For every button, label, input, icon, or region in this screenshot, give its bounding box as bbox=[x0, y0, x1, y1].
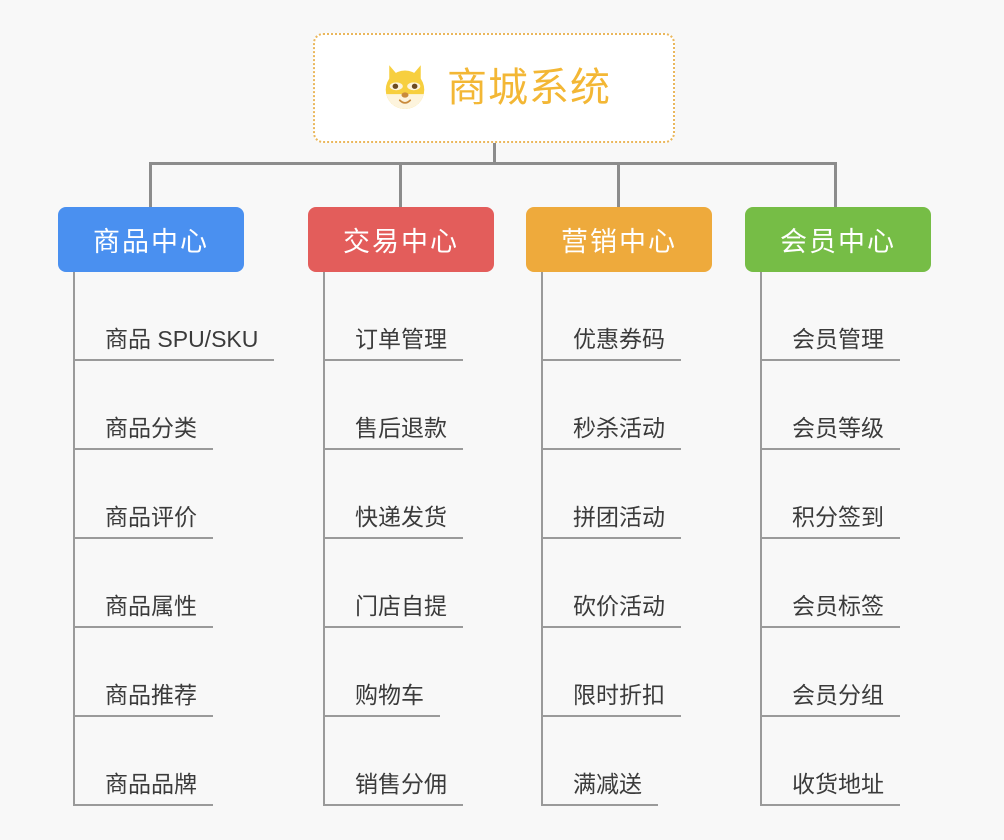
leaf-label: 商品 SPU/SKU bbox=[73, 326, 275, 361]
leaf-label: 售后退款 bbox=[323, 415, 463, 450]
list-item[interactable]: 销售分佣 bbox=[308, 717, 494, 806]
list-item[interactable]: 砍价活动 bbox=[526, 539, 712, 628]
leaf-label: 门店自提 bbox=[323, 593, 463, 628]
leaf-label: 商品分类 bbox=[73, 415, 213, 450]
list-item[interactable]: 商品属性 bbox=[58, 539, 244, 628]
connector-root-vertical bbox=[493, 143, 496, 165]
leaf-label: 销售分佣 bbox=[323, 771, 463, 806]
dog-face-icon bbox=[385, 65, 425, 111]
list-item[interactable]: 优惠券码 bbox=[526, 272, 712, 361]
list-item[interactable]: 商品分类 bbox=[58, 361, 244, 450]
category-column-marketing-center: 营销中心 优惠券码 秒杀活动 拼团活动 砍价活动 限时折扣 满减送 bbox=[526, 207, 712, 806]
list-item[interactable]: 门店自提 bbox=[308, 539, 494, 628]
leaf-list-product-center: 商品 SPU/SKU 商品分类 商品评价 商品属性 商品推荐 商品品牌 bbox=[58, 272, 275, 806]
root-title: 商城系统 bbox=[447, 66, 611, 110]
leaf-label: 积分签到 bbox=[760, 504, 900, 539]
leaf-label: 限时折扣 bbox=[541, 682, 681, 717]
leaf-label: 商品属性 bbox=[73, 593, 213, 628]
connector-drop-3 bbox=[617, 162, 620, 208]
leaf-label: 拼团活动 bbox=[541, 504, 681, 539]
leaf-label: 快递发货 bbox=[323, 504, 463, 539]
leaf-label: 砍价活动 bbox=[541, 593, 681, 628]
leaf-label: 购物车 bbox=[323, 682, 440, 717]
leaf-trunk-4 bbox=[760, 272, 762, 806]
leaf-label: 收货地址 bbox=[760, 771, 900, 806]
leaf-trunk-2 bbox=[323, 272, 325, 806]
connector-drop-2 bbox=[399, 162, 402, 208]
category-column-member-center: 会员中心 会员管理 会员等级 积分签到 会员标签 会员分组 收货地址 bbox=[745, 207, 931, 806]
list-item[interactable]: 商品推荐 bbox=[58, 628, 244, 717]
list-item[interactable]: 秒杀活动 bbox=[526, 361, 712, 450]
list-item[interactable]: 商品评价 bbox=[58, 450, 244, 539]
leaf-label: 优惠券码 bbox=[541, 326, 681, 361]
list-item[interactable]: 收货地址 bbox=[745, 717, 931, 806]
category-header-member-center[interactable]: 会员中心 bbox=[745, 207, 931, 272]
leaf-label: 会员等级 bbox=[760, 415, 900, 450]
leaf-label: 会员标签 bbox=[760, 593, 900, 628]
leaf-label: 会员分组 bbox=[760, 682, 900, 717]
category-column-trade-center: 交易中心 订单管理 售后退款 快递发货 门店自提 购物车 销售分佣 bbox=[308, 207, 494, 806]
connector-horizontal-bus bbox=[149, 162, 837, 165]
leaf-label: 商品品牌 bbox=[73, 771, 213, 806]
leaf-list-trade-center: 订单管理 售后退款 快递发货 门店自提 购物车 销售分佣 bbox=[308, 272, 494, 806]
leaf-label: 商品推荐 bbox=[73, 682, 213, 717]
leaf-label: 满减送 bbox=[541, 771, 658, 806]
list-item[interactable]: 限时折扣 bbox=[526, 628, 712, 717]
list-item[interactable]: 拼团活动 bbox=[526, 450, 712, 539]
list-item[interactable]: 会员等级 bbox=[745, 361, 931, 450]
leaf-trunk-3 bbox=[541, 272, 543, 806]
list-item[interactable]: 购物车 bbox=[308, 628, 494, 717]
connector-drop-1 bbox=[149, 162, 152, 208]
category-header-marketing-center[interactable]: 营销中心 bbox=[526, 207, 712, 272]
leaf-label: 会员管理 bbox=[760, 326, 900, 361]
leaf-label: 订单管理 bbox=[323, 326, 463, 361]
leaf-label: 秒杀活动 bbox=[541, 415, 681, 450]
list-item[interactable]: 售后退款 bbox=[308, 361, 494, 450]
list-item[interactable]: 商品品牌 bbox=[58, 717, 244, 806]
list-item[interactable]: 积分签到 bbox=[745, 450, 931, 539]
root-node[interactable]: 商城系统 bbox=[313, 33, 675, 143]
leaf-trunk-1 bbox=[73, 272, 75, 806]
list-item[interactable]: 会员分组 bbox=[745, 628, 931, 717]
leaf-label: 商品评价 bbox=[73, 504, 213, 539]
list-item[interactable]: 商品 SPU/SKU bbox=[58, 272, 275, 361]
category-header-trade-center[interactable]: 交易中心 bbox=[308, 207, 494, 272]
connector-drop-4 bbox=[834, 162, 837, 208]
category-header-product-center[interactable]: 商品中心 bbox=[58, 207, 244, 272]
list-item[interactable]: 满减送 bbox=[526, 717, 712, 806]
leaf-list-marketing-center: 优惠券码 秒杀活动 拼团活动 砍价活动 限时折扣 满减送 bbox=[526, 272, 712, 806]
list-item[interactable]: 快递发货 bbox=[308, 450, 494, 539]
list-item[interactable]: 会员标签 bbox=[745, 539, 931, 628]
list-item[interactable]: 订单管理 bbox=[308, 272, 494, 361]
list-item[interactable]: 会员管理 bbox=[745, 272, 931, 361]
leaf-list-member-center: 会员管理 会员等级 积分签到 会员标签 会员分组 收货地址 bbox=[745, 272, 931, 806]
category-column-product-center: 商品中心 商品 SPU/SKU 商品分类 商品评价 商品属性 商品推荐 商品品牌 bbox=[58, 207, 275, 806]
